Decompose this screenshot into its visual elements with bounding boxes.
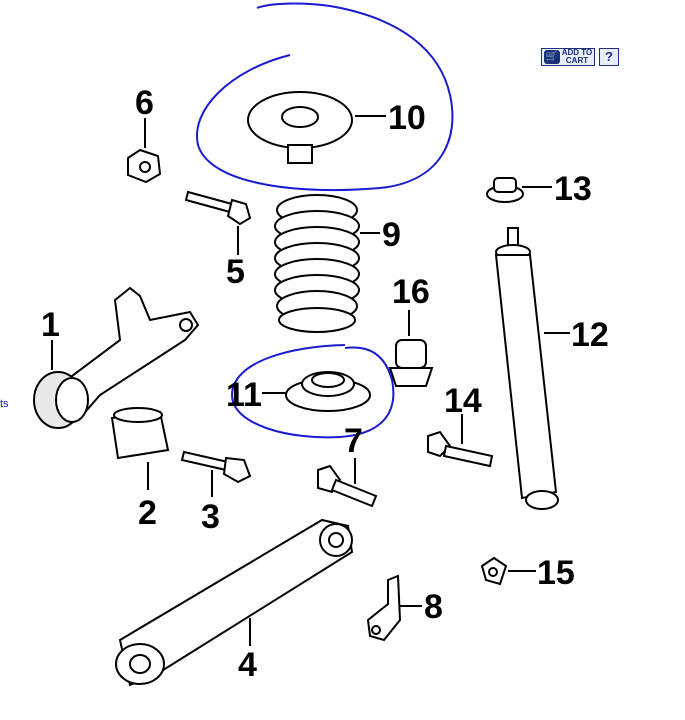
cart-icon: 🛒 bbox=[544, 50, 560, 64]
part-15-clip[interactable] bbox=[480, 556, 536, 586]
part-10-upper-spring-seat[interactable] bbox=[247, 91, 386, 164]
callout-13: 13 bbox=[554, 170, 592, 208]
part-9-coil-spring[interactable] bbox=[274, 194, 380, 333]
add-to-cart-label: ADD TO CART bbox=[561, 48, 593, 65]
part-2-bushing[interactable] bbox=[110, 407, 170, 490]
part-13-bump-stop[interactable] bbox=[486, 177, 552, 203]
part-7-bolt[interactable] bbox=[317, 458, 378, 508]
edge-link-text[interactable]: ts bbox=[0, 398, 9, 410]
callout-9: 9 bbox=[382, 216, 401, 254]
part-6-nut[interactable] bbox=[127, 118, 162, 184]
part-3-bolt[interactable] bbox=[180, 450, 252, 497]
help-button[interactable]: ? bbox=[599, 48, 619, 66]
callout-1: 1 bbox=[41, 306, 60, 344]
callout-4: 4 bbox=[238, 646, 257, 684]
callout-12: 12 bbox=[571, 316, 609, 354]
callout-10: 10 bbox=[388, 99, 426, 137]
part-14-bolt[interactable] bbox=[427, 414, 494, 468]
callout-14: 14 bbox=[444, 382, 482, 420]
part-5-bolt[interactable] bbox=[184, 190, 252, 255]
callout-16: 16 bbox=[392, 273, 430, 311]
part-16-bushing[interactable] bbox=[388, 310, 434, 387]
callout-11: 11 bbox=[226, 376, 262, 414]
add-to-cart-button[interactable]: 🛒 ADD TO CART bbox=[541, 48, 595, 66]
part-11-lower-spring-seat[interactable] bbox=[262, 371, 371, 412]
part-1-upper-control-arm[interactable] bbox=[33, 286, 200, 429]
callout-6: 6 bbox=[135, 84, 154, 122]
callout-8: 8 bbox=[424, 588, 443, 626]
callout-5: 5 bbox=[226, 253, 245, 291]
callout-7: 7 bbox=[344, 422, 363, 460]
callout-3: 3 bbox=[201, 498, 220, 536]
callout-2: 2 bbox=[138, 494, 157, 532]
part-4-lower-control-arm[interactable] bbox=[115, 518, 354, 687]
callout-15: 15 bbox=[537, 554, 575, 592]
part-12-shock-absorber[interactable] bbox=[494, 227, 570, 510]
part-8-bracket[interactable] bbox=[366, 574, 422, 642]
annotation-circle-11 bbox=[230, 344, 395, 439]
annotation-circle-10 bbox=[195, 2, 454, 192]
